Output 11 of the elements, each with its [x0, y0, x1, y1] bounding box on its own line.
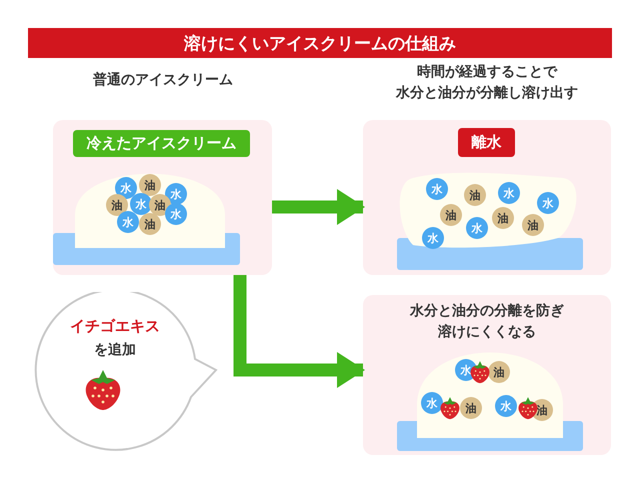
title-banner: 溶けにくいアイスクリームの仕組み [28, 28, 612, 58]
arrow [272, 189, 365, 225]
label-tag: 冷えたアイスクリーム [73, 130, 250, 157]
panel [363, 295, 611, 455]
heading: 時間が経過することで水分と油分が分離し溶け出す [394, 63, 579, 103]
bubble-text: イチゴエキス [69, 316, 161, 337]
heading: 水分と油分の分離を防ぎ溶けにくくなる [408, 302, 565, 342]
label-tag: 離水 [458, 128, 515, 157]
arrow [234, 275, 365, 388]
heading: 普通のアイスクリーム [92, 70, 234, 90]
bubble-text: を追加 [93, 341, 137, 360]
